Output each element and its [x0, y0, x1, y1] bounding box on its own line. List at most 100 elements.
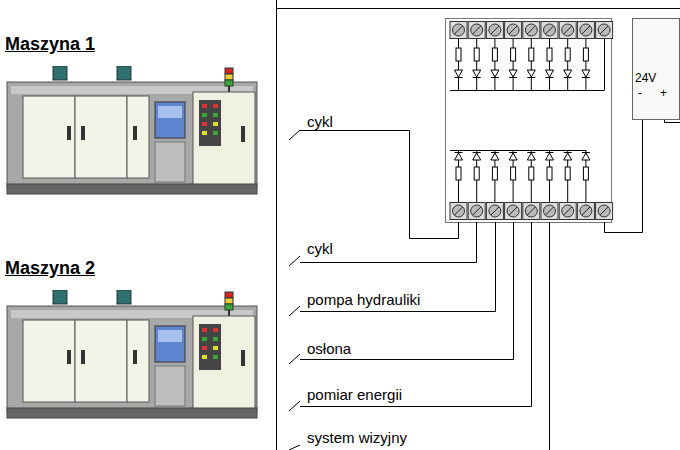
diode-symbol — [473, 70, 481, 77]
terminal-screw — [544, 24, 556, 36]
resistor-symbol — [511, 167, 516, 180]
terminal-screw — [582, 26, 590, 34]
bus-line — [450, 90, 586, 91]
terminal-screw — [486, 22, 503, 39]
wire — [458, 39, 459, 90]
resistor-symbol — [474, 48, 479, 61]
terminal-screw — [577, 203, 594, 220]
diode-symbol — [473, 153, 481, 160]
terminal-screw — [509, 26, 517, 34]
wire — [586, 90, 605, 91]
wire — [494, 39, 495, 90]
terminal-screw — [473, 26, 481, 34]
terminal-screw — [491, 26, 499, 34]
diode-symbol — [564, 77, 572, 78]
diode-symbol — [582, 152, 590, 153]
resistor-symbol — [511, 48, 516, 61]
signal-name: pomiar energii — [306, 386, 403, 403]
terminal-screw — [523, 22, 540, 39]
terminal-screw — [598, 205, 610, 217]
terminal-screw — [450, 203, 467, 220]
diode-symbol — [473, 152, 481, 153]
diode-symbol — [491, 153, 499, 160]
diode-symbol — [455, 152, 463, 153]
diode-symbol — [582, 153, 590, 160]
terminal-screw — [509, 207, 517, 215]
resistor-symbol — [565, 167, 570, 180]
terminal-screw — [580, 24, 592, 36]
terminal-screw — [523, 203, 540, 220]
power-supply: 24V — [632, 18, 680, 120]
diode-symbol — [509, 70, 517, 77]
diode-symbol — [527, 70, 535, 77]
diode-symbol — [546, 153, 554, 160]
signal-name: system wizyjny — [306, 429, 408, 446]
diode-symbol — [546, 152, 554, 153]
diode-symbol — [546, 70, 554, 77]
terminal-label: + — [659, 86, 668, 100]
terminal-screw — [486, 203, 503, 220]
wire — [549, 39, 550, 90]
terminal-screw — [559, 203, 576, 220]
resistor-symbol — [474, 167, 479, 180]
resistor-symbol — [492, 167, 497, 180]
signal-name: osłona — [306, 340, 352, 357]
terminal-screw — [507, 205, 519, 217]
machine: Maszyna 1 — [5, 34, 263, 196]
diode-symbol — [455, 153, 463, 160]
terminal-screw — [564, 26, 572, 34]
diode-symbol — [564, 152, 572, 153]
diode-symbol — [491, 77, 499, 78]
resistor-symbol — [456, 167, 461, 180]
resistor-symbol — [456, 48, 461, 61]
diode-symbol — [582, 77, 590, 78]
wire — [585, 39, 586, 90]
terminal-screw — [580, 205, 592, 217]
diode-symbol — [455, 77, 463, 78]
resistor-symbol — [529, 48, 534, 61]
terminal-screw — [471, 24, 483, 36]
terminal-screw — [455, 207, 463, 215]
bus-line — [450, 150, 586, 151]
terminal-screw — [450, 22, 467, 39]
terminal-screw — [527, 26, 535, 34]
terminal-screw — [544, 205, 556, 217]
wire — [531, 39, 532, 90]
diode-symbol — [527, 153, 535, 160]
terminal-screw — [468, 203, 485, 220]
wire — [567, 39, 568, 90]
diode-symbol — [546, 77, 554, 78]
machine-title: Maszyna 1 — [5, 34, 263, 55]
terminal-screw — [546, 207, 554, 215]
terminal-screw — [473, 207, 481, 215]
terminal-screw — [505, 22, 522, 39]
terminal-screw — [525, 205, 537, 217]
terminal-screw — [582, 207, 590, 215]
signal-name: pompa hydrauliki — [306, 291, 421, 308]
wire — [513, 39, 514, 90]
terminal-screw — [559, 22, 576, 39]
resistor-symbol — [492, 48, 497, 61]
diode-symbol — [509, 153, 517, 160]
terminal-screw — [453, 24, 465, 36]
diode-symbol — [527, 77, 535, 78]
wire — [604, 39, 605, 90]
diode-symbol — [582, 70, 590, 77]
resistor-symbol — [529, 167, 534, 180]
terminal-screw — [598, 24, 610, 36]
resistor-symbol — [547, 167, 552, 180]
terminal-screw — [600, 207, 608, 215]
terminal-screw — [489, 205, 501, 217]
terminal-screw — [525, 24, 537, 36]
terminal-screw — [468, 22, 485, 39]
diode-symbol — [527, 152, 535, 153]
resistor-symbol — [583, 167, 588, 180]
resistor-symbol — [547, 48, 552, 61]
diode-symbol — [509, 152, 517, 153]
diode-symbol — [564, 153, 572, 160]
voltage-label: 24V — [635, 71, 656, 85]
terminal-screw — [541, 203, 558, 220]
terminal-screw — [546, 26, 554, 34]
resistor-symbol — [565, 48, 570, 61]
